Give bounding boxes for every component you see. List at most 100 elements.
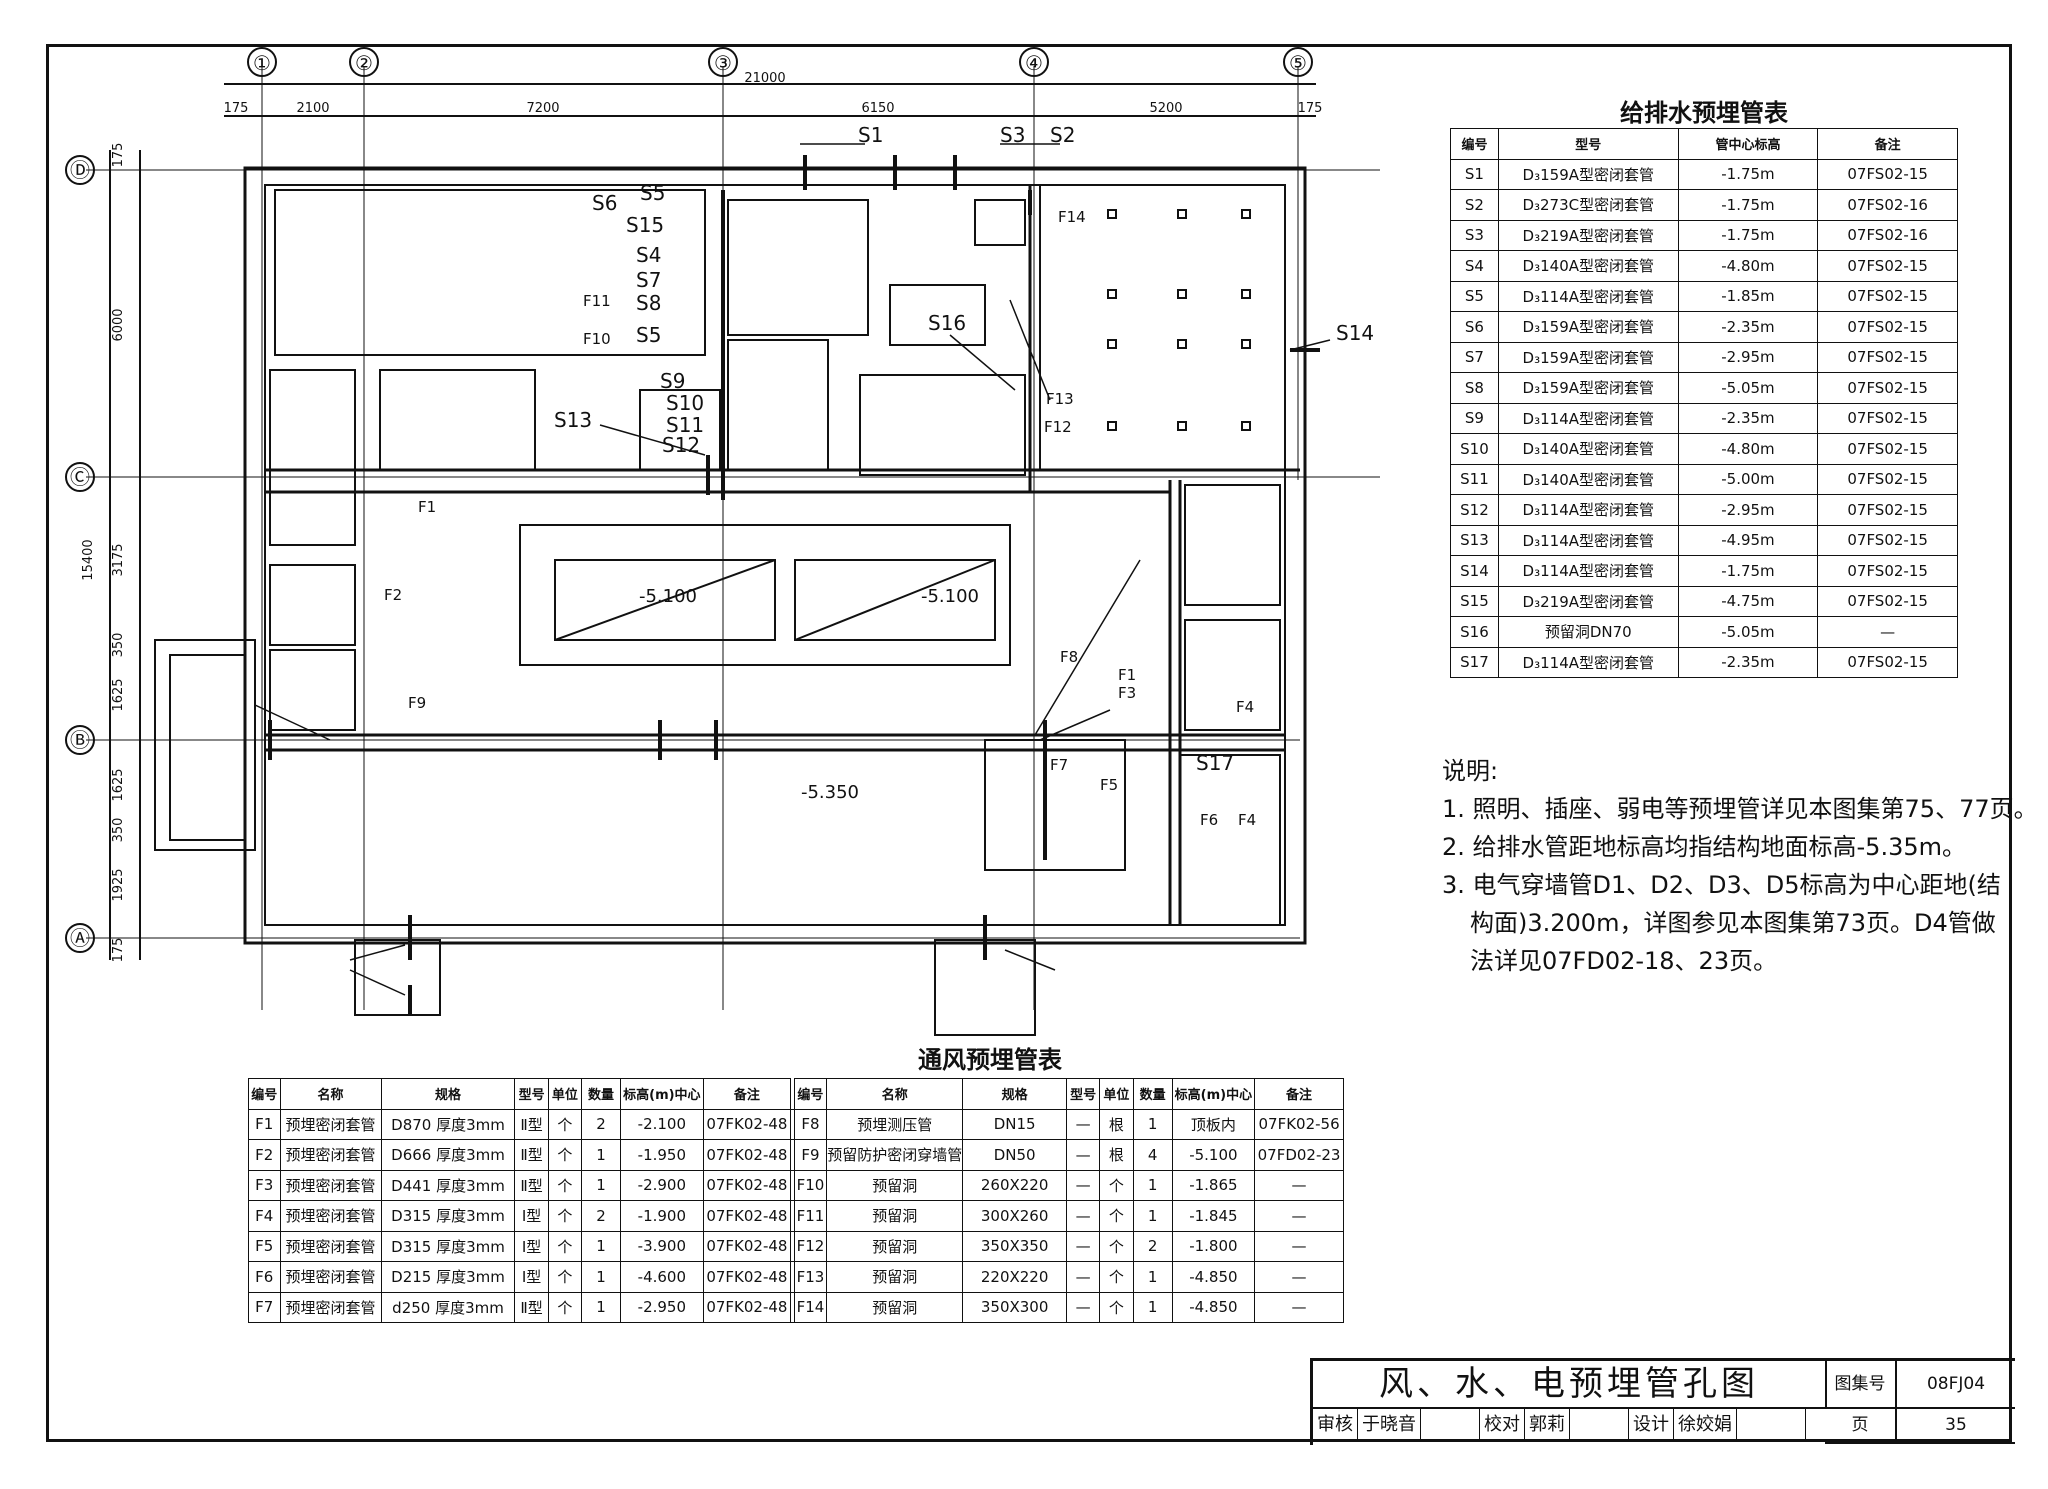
table-cell: -4.75m — [1677, 585, 1819, 617]
table-cell: — — [1254, 1261, 1344, 1293]
table-cell: 预留洞 — [826, 1291, 964, 1323]
table-cell: — — [1066, 1261, 1101, 1293]
table-cell: 个 — [547, 1108, 582, 1140]
table-cell: -1.75m — [1677, 189, 1819, 221]
check-label: 校对 — [1480, 1408, 1525, 1442]
table-cell: 2 — [580, 1108, 622, 1140]
pipe-tag: S6 — [592, 191, 617, 215]
table-cell: -5.100 — [1171, 1139, 1256, 1171]
axis-label-4: ④ — [1025, 51, 1043, 75]
pipe-tag: F4 — [1236, 698, 1254, 716]
table-cell: -2.35m — [1677, 402, 1819, 434]
reviewer-name: 于晓音 — [1358, 1408, 1421, 1442]
pipe-tag: F7 — [1050, 756, 1068, 774]
vent-table-header: 标高(m)中心 — [1171, 1078, 1256, 1110]
table-cell: 07FS02-15 — [1817, 402, 1958, 434]
water-table-header: 管中心标高 — [1677, 128, 1819, 160]
table-cell: S13 — [1450, 524, 1499, 556]
table-cell: 07FS02-15 — [1817, 494, 1958, 526]
table-cell: D₃114A型密闭套管 — [1497, 402, 1679, 434]
table-cell: d250 厚度3mm — [380, 1291, 516, 1323]
pipe-tag: F1 — [418, 498, 436, 516]
vent-table-header: 单位 — [547, 1078, 582, 1110]
axis-label-3: ③ — [714, 51, 732, 75]
table-cell: D215 厚度3mm — [380, 1261, 516, 1293]
pipe-tag: F3 — [1118, 684, 1136, 702]
table-cell: D441 厚度3mm — [380, 1169, 516, 1201]
table-cell: 07FS02-16 — [1817, 219, 1958, 251]
table-cell: F6 — [248, 1261, 281, 1293]
table-cell: F4 — [248, 1200, 281, 1232]
pipe-tag: S7 — [636, 268, 661, 292]
table-cell: 07FS02-15 — [1817, 585, 1958, 617]
table-cell: -5.00m — [1677, 463, 1819, 495]
table-cell: 预留洞 — [826, 1169, 964, 1201]
axis-label-A: Ⓐ — [70, 926, 90, 950]
dim-top-3: 6150 — [861, 101, 894, 116]
table-cell: 07FS02-16 — [1817, 189, 1958, 221]
vent-table-header: 数量 — [1132, 1078, 1173, 1110]
pipe-tag: F2 — [384, 586, 402, 604]
table-cell: 1 — [1132, 1261, 1173, 1293]
table-cell: F8 — [793, 1108, 828, 1140]
table-cell: 预留洞 — [826, 1261, 964, 1293]
table-cell: Ⅱ型 — [514, 1139, 549, 1171]
table-cell: -1.845 — [1171, 1200, 1256, 1232]
dim-top-5: 175 — [1298, 101, 1323, 116]
checker-signature — [1570, 1408, 1629, 1442]
table-cell: 预埋密闭套管 — [279, 1291, 382, 1323]
table-cell: -2.95m — [1677, 341, 1819, 373]
pipe-tag: S8 — [636, 291, 661, 315]
atlas-number: 08FJ04 — [1897, 1361, 2015, 1409]
pipe-tag: F6 — [1200, 811, 1218, 829]
floor-elevation-1: -5.100 — [639, 586, 697, 607]
dim-left-7: 350 — [111, 818, 126, 843]
table-cell: 07FS02-15 — [1817, 158, 1958, 190]
table-cell: -1.865 — [1171, 1169, 1256, 1201]
table-cell: 预留防护密闭穿墙管 — [826, 1139, 964, 1171]
table-cell: 预埋密闭套管 — [279, 1169, 382, 1201]
table-cell: D₃159A型密闭套管 — [1497, 341, 1679, 373]
pipe-tag: F9 — [408, 694, 426, 712]
table-cell: -2.900 — [620, 1169, 704, 1201]
table-cell: -1.75m — [1677, 158, 1819, 190]
table-cell: -2.95m — [1677, 494, 1819, 526]
table-cell: -1.950 — [620, 1139, 704, 1171]
table-cell: D666 厚度3mm — [380, 1139, 516, 1171]
dim-top-2: 7200 — [526, 101, 559, 116]
table-cell: — — [1254, 1169, 1344, 1201]
pipe-tag: S9 — [660, 369, 685, 393]
table-cell: D₃114A型密闭套管 — [1497, 280, 1679, 312]
table-cell: F3 — [248, 1169, 281, 1201]
table-cell: 07FS02-15 — [1817, 463, 1958, 495]
vent-table-header: 备注 — [1254, 1078, 1344, 1110]
table-cell: S5 — [1450, 280, 1499, 312]
table-cell: -4.850 — [1171, 1261, 1256, 1293]
pipe-tag: S1 — [858, 123, 883, 147]
table-cell: 根 — [1099, 1108, 1134, 1140]
table-cell: 300X260 — [962, 1200, 1068, 1232]
table-cell: 1 — [580, 1139, 622, 1171]
note-1: 1. 照明、插座、弱电等预埋管详见本图集第75、77页。 — [1442, 795, 2038, 823]
table-cell: 07FK02-48 — [702, 1200, 792, 1232]
table-cell: 个 — [547, 1230, 582, 1262]
table-cell: 260X220 — [962, 1169, 1068, 1201]
table-cell: — — [1254, 1230, 1344, 1262]
water-table-header: 备注 — [1817, 128, 1958, 160]
table-cell: D₃114A型密闭套管 — [1497, 555, 1679, 587]
table-cell: -4.80m — [1677, 433, 1819, 465]
table-cell: D₃140A型密闭套管 — [1497, 250, 1679, 282]
pipe-tag: F1 — [1118, 666, 1136, 684]
table-cell: 07FS02-15 — [1817, 341, 1958, 373]
table-cell: F11 — [793, 1200, 828, 1232]
table-cell: 07FK02-48 — [702, 1261, 792, 1293]
